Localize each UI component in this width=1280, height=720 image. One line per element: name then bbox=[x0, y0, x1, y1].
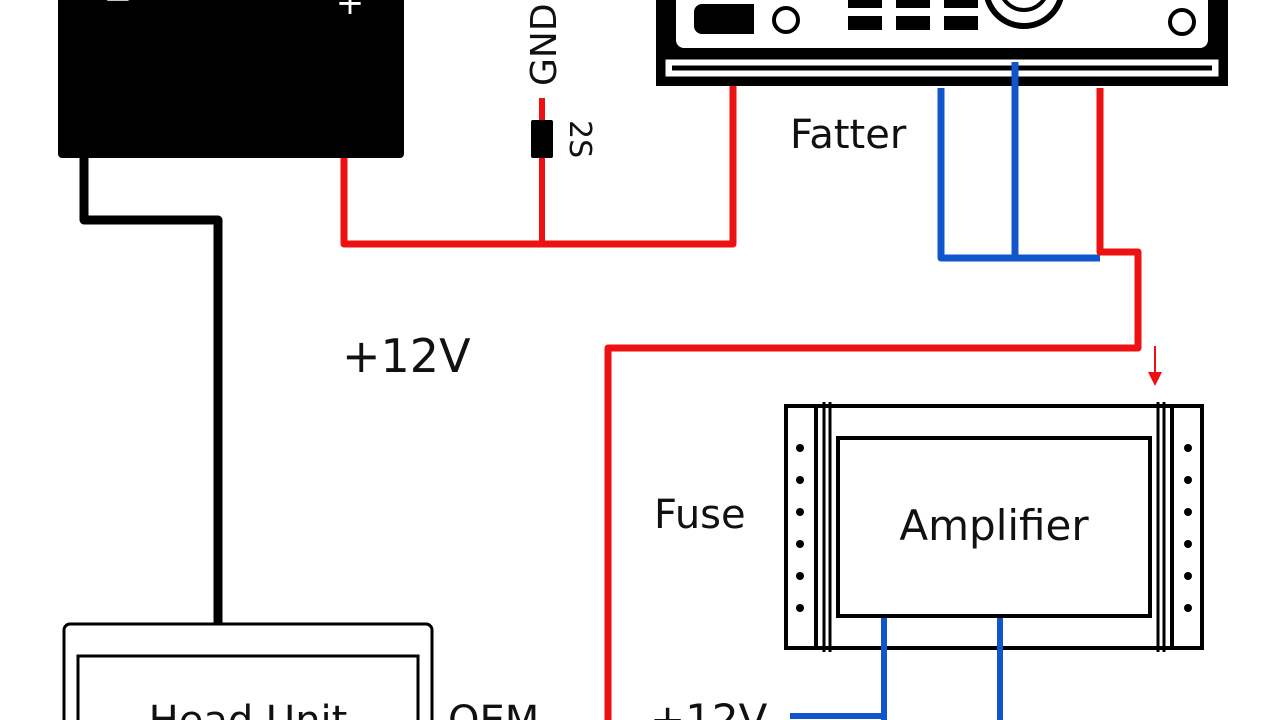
receiver-button-4 bbox=[848, 16, 882, 30]
mount-hole-right-2 bbox=[1184, 476, 1192, 484]
receiver-face bbox=[676, 0, 1208, 48]
head-unit: Head Unit bbox=[62, 622, 434, 720]
head-unit-label: Head Unit bbox=[149, 698, 348, 720]
mount-hole-left-2 bbox=[796, 476, 804, 484]
receiver-volume-knob-inner bbox=[1002, 0, 1046, 12]
mount-hole-right-6 bbox=[1184, 604, 1192, 612]
battery-negative-terminal: − bbox=[104, 0, 133, 19]
receiver-slot-body bbox=[714, 4, 754, 34]
positive-wire-battery bbox=[340, 62, 737, 248]
mount-hole-left-4 bbox=[796, 540, 804, 548]
ground-wire bbox=[79, 158, 223, 655]
mount-hole-right-3 bbox=[1184, 508, 1192, 516]
receiver-button-3 bbox=[944, 0, 978, 8]
receiver-knob-right-icon bbox=[1168, 8, 1196, 36]
receiver-volume-knob-icon bbox=[984, 0, 1064, 29]
fatter-label: Fatter bbox=[790, 112, 907, 158]
gnd-label: GND bbox=[524, 3, 565, 86]
mount-hole-left-3 bbox=[796, 508, 804, 516]
battery: − + bbox=[58, 0, 404, 158]
signal-wire-receiver-left bbox=[937, 88, 1100, 262]
plus12v-label-bottom: +12V bbox=[650, 695, 768, 720]
mount-hole-right-5 bbox=[1184, 572, 1192, 580]
fuse-label: Fuse bbox=[654, 492, 746, 538]
amplifier-label: Amplifier bbox=[899, 501, 1089, 550]
amplifier: Amplifier bbox=[784, 402, 1204, 652]
positive-wire-receiver-amp bbox=[604, 88, 1142, 720]
fuse-small-label: 2S bbox=[562, 120, 597, 158]
head-unit-inner bbox=[76, 654, 420, 720]
mount-hole-right-1 bbox=[1184, 444, 1192, 452]
inline-fuse-icon bbox=[531, 120, 553, 158]
plus12v-label-top: +12V bbox=[342, 329, 471, 383]
receiver-knob-left-icon bbox=[772, 6, 800, 34]
down-arrow-icon bbox=[1148, 372, 1162, 386]
gnd-fuse-branch: GND 2S bbox=[524, 3, 597, 244]
receiver-button-5 bbox=[896, 16, 930, 30]
receiver-button-6 bbox=[944, 16, 978, 30]
mount-hole-left-6 bbox=[796, 604, 804, 612]
oem-label: OEM bbox=[448, 698, 539, 720]
battery-positive-terminal: + bbox=[336, 0, 365, 23]
receiver-unit bbox=[656, 0, 1228, 86]
mount-hole-left-5 bbox=[796, 572, 804, 580]
receiver-button-1 bbox=[848, 0, 882, 8]
mount-hole-left-1 bbox=[796, 444, 804, 452]
mount-hole-right-4 bbox=[1184, 540, 1192, 548]
battery-body bbox=[58, 0, 404, 158]
receiver-button-2 bbox=[896, 0, 930, 8]
